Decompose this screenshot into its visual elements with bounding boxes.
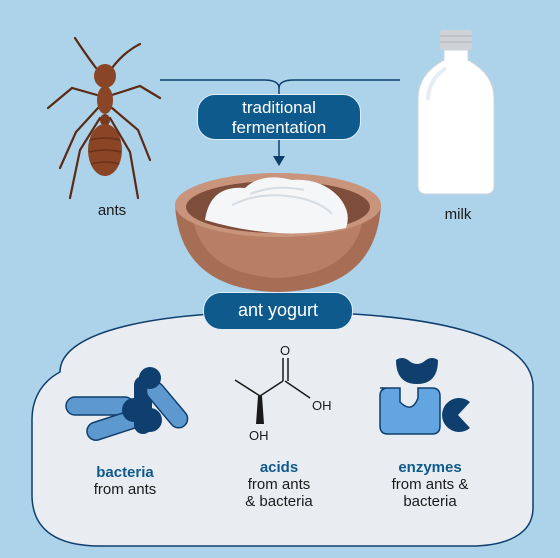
flow-connector: [160, 79, 400, 158]
yogurt-bowl-icon: [175, 173, 381, 292]
molecule-label-oh-right: OH: [312, 398, 332, 413]
traditional-fermentation-pill: traditional fermentation: [197, 94, 361, 140]
process-label-line1: traditional: [242, 98, 316, 117]
lactic-acid-molecule-icon: [234, 358, 311, 424]
process-label-line2: fermentation: [231, 118, 327, 137]
acids-desc-line2: & bacteria: [245, 493, 313, 510]
arrow-head-icon: [273, 156, 285, 166]
bacteria-icon: [65, 367, 189, 441]
ants-label: ants: [98, 202, 126, 219]
enzymes-icon: [379, 358, 470, 435]
acids-desc-line1: from ants: [247, 476, 311, 493]
enzymes-component: enzymes from ants & bacteria: [370, 459, 490, 510]
ant-yogurt-pill: ant yogurt: [203, 292, 353, 330]
milk-bottle-icon: [417, 30, 495, 195]
enzymes-title: enzymes: [398, 459, 462, 476]
molecule-label-o: O: [280, 343, 290, 358]
ant-icon: [46, 36, 162, 200]
acids-title: acids: [259, 459, 299, 476]
milk-label: milk: [445, 206, 472, 223]
molecule-label-oh-bottom: OH: [249, 428, 269, 443]
acids-component: acids from ants & bacteria: [224, 459, 334, 510]
enzymes-desc-line2: bacteria: [403, 493, 457, 510]
bacteria-title: bacteria: [96, 464, 154, 481]
enzymes-desc-line1: from ants &: [391, 476, 469, 493]
bacteria-desc-line1: from ants: [93, 481, 157, 498]
bacteria-component: bacteria from ants: [70, 464, 180, 498]
